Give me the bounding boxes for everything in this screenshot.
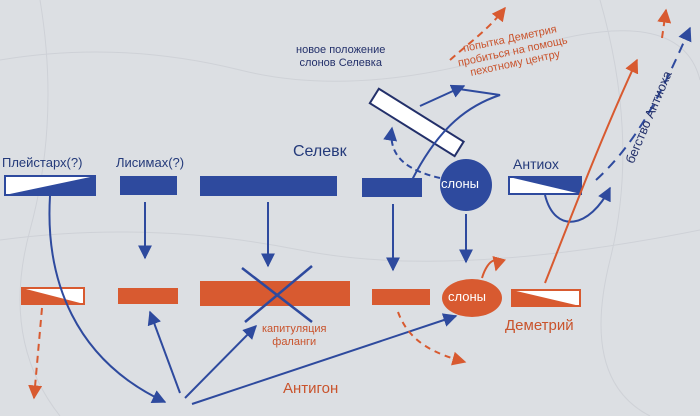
label-capitulation-line2: фаланги [272, 335, 317, 348]
red-left-unit-fill [22, 288, 84, 304]
label-blue-elephants: слоны [441, 176, 479, 191]
blue-elephants-circle [440, 159, 492, 211]
arrow-demetrius-attempt [544, 58, 639, 284]
arrow-antiochus-flight-dashed [595, 26, 692, 181]
label-phalanx-capitulation: капитуляция фаланги [262, 323, 326, 348]
label-antiochus: Антиох [513, 156, 559, 172]
arrow-red-elephants-hook [481, 256, 507, 279]
label-antigonus: Антигон [283, 380, 339, 397]
arrow-long-right [191, 313, 458, 405]
red-unit-4 [372, 289, 430, 305]
arrow-red-dashed-right [397, 311, 467, 366]
seleucus-right-unit [362, 178, 422, 197]
seleucus-center-unit [200, 176, 337, 196]
arrow-up-to-unit2 [147, 310, 181, 394]
label-lysimachus: Лисимах(?) [116, 155, 185, 170]
label-seleucus: Селевк [293, 143, 347, 160]
pleistarchus-unit-fill [5, 176, 95, 195]
allied-line [4, 87, 582, 211]
blue-arrows [48, 26, 692, 405]
capitulation-cross [241, 265, 313, 323]
label-new-position: новое положение слонов Селевка [296, 44, 385, 69]
label-new-position-line1: новое положение [296, 44, 386, 56]
demetrius-unit-fill [512, 290, 580, 306]
antigonid-line [21, 279, 581, 317]
red-elephants-ellipse [442, 279, 502, 317]
arrow-pleistarchus-sweep [48, 195, 167, 404]
arrow-red-left-down-dashed [28, 307, 43, 400]
label-new-position-line2: слонов Селевка [299, 56, 382, 69]
new-elephants-position [368, 87, 466, 158]
arrow-antiochus-loop [544, 186, 611, 223]
label-capitulation-line1: капитуляция [262, 323, 327, 335]
antiochus-unit-fill [509, 177, 581, 194]
red-unit-2 [118, 288, 178, 304]
red-arrows [28, 6, 672, 400]
arrow-up-to-phalanx [184, 325, 257, 399]
arrow-top-dashed [449, 6, 506, 61]
arrow-elephants-move-dashed [383, 126, 441, 179]
label-red-elephants: слоны [448, 289, 486, 304]
arrow-to-new-position [411, 87, 501, 181]
arrow-new-position-to-attempt [419, 84, 466, 107]
label-demetrius: Деметрий [505, 317, 574, 334]
arrow-top-right-dashed [657, 8, 672, 39]
label-pleistarchus: Плейстарх(?) [2, 155, 83, 170]
lysimachus-unit [120, 176, 177, 195]
